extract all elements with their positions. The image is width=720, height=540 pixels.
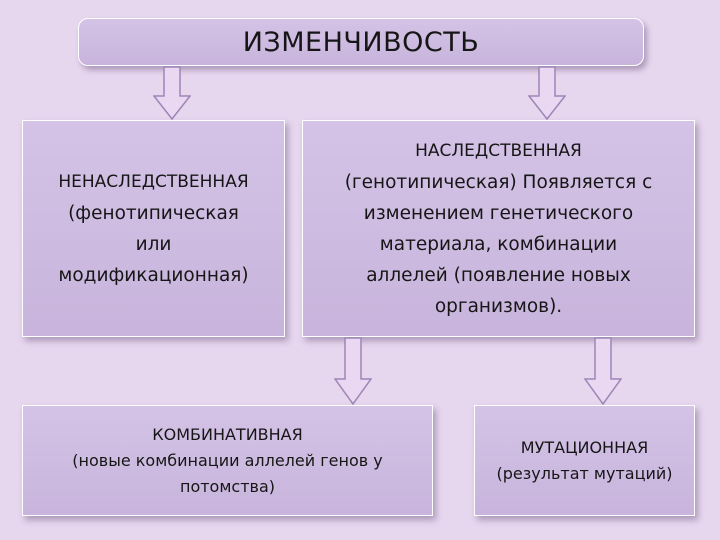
hereditary-line: (генотипическая) Появляется с <box>344 171 653 193</box>
title-box: ИЗМЕНЧИВОСТЬ <box>78 18 644 66</box>
hereditary-line: организмов). <box>434 295 563 317</box>
combinative-heading: КОМБИНАТИВНАЯ <box>152 424 303 444</box>
non-hereditary-line: или <box>135 233 172 255</box>
mutational-line: (результат мутаций) <box>496 463 673 483</box>
non-hereditary-line: (фенотипическая <box>68 202 239 224</box>
hereditary-line: материала, комбинации <box>379 233 618 255</box>
arrow-down-icon <box>528 66 566 120</box>
mutational-heading: МУТАЦИОННАЯ <box>520 437 649 457</box>
non-hereditary-line: модификационная) <box>58 264 249 286</box>
combinative-line: (новые комбинации аллелей генов у <box>72 450 383 470</box>
non-hereditary-box: НЕНАСЛЕДСТВЕННАЯ (фенотипическая или мод… <box>22 120 285 337</box>
combinative-box: КОМБИНАТИВНАЯ (новые комбинации аллелей … <box>22 405 433 516</box>
combinative-line: потомства) <box>179 476 276 496</box>
non-hereditary-heading: НЕНАСЛЕДСТВЕННАЯ <box>58 171 249 192</box>
hereditary-box: НАСЛЕДСТВЕННАЯ (генотипическая) Появляет… <box>302 120 695 337</box>
hereditary-line: изменением генетического <box>363 202 634 224</box>
arrow-down-icon <box>334 337 372 405</box>
page-title: ИЗМЕНЧИВОСТЬ <box>242 26 480 58</box>
hereditary-heading: НАСЛЕДСТВЕННАЯ <box>415 140 582 161</box>
hereditary-line: аллелей (появление новых <box>366 264 631 286</box>
arrow-down-icon <box>584 337 622 405</box>
mutational-box: МУТАЦИОННАЯ (результат мутаций) <box>474 405 695 516</box>
arrow-down-icon <box>153 66 191 120</box>
